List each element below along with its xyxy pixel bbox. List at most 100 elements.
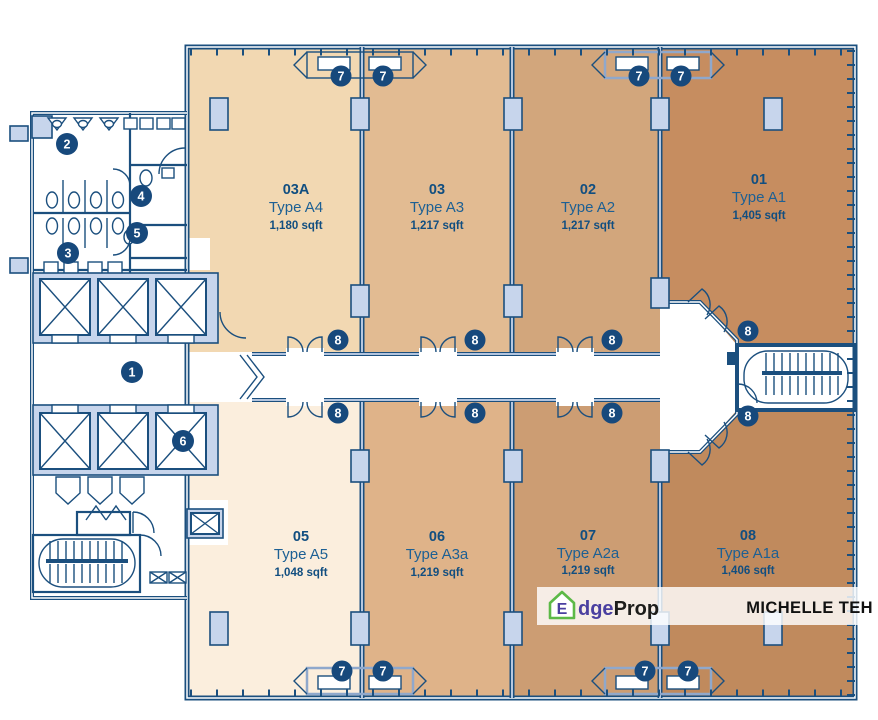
corner-column	[31, 115, 53, 139]
svg-text:7: 7	[642, 665, 649, 679]
staircase-left	[31, 533, 142, 594]
marker-3: 3	[57, 242, 79, 264]
svg-text:8: 8	[472, 407, 479, 421]
wc-icons	[45, 191, 125, 209]
svg-text:1,405 sqft: 1,405 sqft	[732, 210, 785, 222]
unit-separator-walls	[359, 47, 663, 698]
marker-7: 7	[634, 660, 656, 682]
svg-text:5: 5	[134, 227, 141, 241]
svg-text:03: 03	[429, 182, 445, 198]
svg-text:Type A3: Type A3	[410, 199, 464, 216]
outer-walls	[30, 44, 858, 701]
svg-text:7: 7	[636, 70, 643, 84]
svg-text:1: 1	[129, 366, 136, 380]
wc-icon	[139, 169, 153, 187]
svg-text:8: 8	[745, 410, 752, 424]
marker-7: 7	[331, 660, 353, 682]
svg-text:1,406 sqft: 1,406 sqft	[721, 565, 774, 577]
svg-text:02: 02	[580, 182, 596, 198]
staircase-right	[727, 343, 857, 412]
marker-8: 8	[601, 402, 623, 424]
marker-8: 8	[327, 402, 349, 424]
hose-reel	[727, 352, 736, 365]
service-fixtures	[55, 476, 145, 521]
svg-text:01: 01	[751, 172, 767, 188]
svg-text:E: E	[557, 601, 568, 618]
svg-text:06: 06	[429, 529, 445, 545]
marker-8: 8	[601, 329, 623, 351]
marker-7: 7	[372, 660, 394, 682]
svg-text:8: 8	[335, 407, 342, 421]
riser-box	[9, 125, 29, 142]
unit-label-01: 01 Type A1 1,405 sqft	[732, 172, 786, 222]
unit-06	[362, 402, 512, 700]
marker-8: 8	[464, 329, 486, 351]
svg-text:Type A1: Type A1	[732, 189, 786, 206]
wall-ticks	[190, 48, 855, 697]
svg-text:1,180 sqft: 1,180 sqft	[269, 220, 322, 232]
marker-1: 1	[121, 361, 143, 383]
unit-label-06: 06 Type A3a 1,219 sqft	[406, 529, 469, 579]
unit-label-08: 08 Type A1a 1,406 sqft	[717, 528, 780, 577]
unit-label-02: 02 Type A2 1,217 sqft	[561, 182, 615, 232]
basin-icon	[161, 167, 175, 179]
svg-text:8: 8	[472, 334, 479, 348]
unit-label-03: 03 Type A3 1,217 sqft	[410, 182, 464, 232]
unit-label-05: 05 Type A5 1,048 sqft	[274, 529, 328, 579]
svg-text:7: 7	[339, 665, 346, 679]
unit-05	[185, 402, 362, 700]
svg-text:1,217 sqft: 1,217 sqft	[410, 220, 463, 232]
elevator-bank-bottom	[32, 404, 219, 476]
house-icon	[548, 590, 576, 620]
marker-7: 7	[372, 65, 394, 87]
svg-text:4: 4	[138, 190, 145, 204]
unit-label-03a: 03A Type A4 1,180 sqft	[269, 182, 323, 232]
svg-text:7: 7	[685, 665, 692, 679]
unit-labels: 03A Type A4 1,180 sqft 03 Type A3 1,217 …	[269, 172, 786, 579]
svg-text:8: 8	[745, 325, 752, 339]
sink-icons	[46, 117, 120, 132]
unit-03a	[185, 45, 362, 352]
unit-label-07: 07 Type A2a 1,219 sqft	[557, 528, 620, 577]
marker-6: 6	[172, 430, 194, 452]
basin-icons	[123, 117, 186, 130]
urinal-icons	[43, 261, 123, 275]
svg-text:7: 7	[678, 70, 685, 84]
svg-text:Type A2a: Type A2a	[557, 545, 620, 562]
svg-text:Type A4: Type A4	[269, 199, 323, 216]
svg-text:dgeProp: dgeProp	[578, 598, 659, 620]
svg-text:08: 08	[740, 528, 756, 544]
svg-text:03A: 03A	[283, 182, 310, 198]
elevator-bank-top	[32, 272, 219, 344]
marker-8: 8	[327, 329, 349, 351]
unit-07	[512, 402, 660, 700]
corridor-door-openings	[286, 348, 594, 406]
svg-text:Type A5: Type A5	[274, 546, 328, 563]
svg-text:Type A2: Type A2	[561, 199, 615, 216]
marker-7: 7	[670, 65, 692, 87]
svg-text:1,219 sqft: 1,219 sqft	[410, 567, 463, 579]
unit-08	[660, 410, 857, 700]
marker-7: 7	[330, 65, 352, 87]
unit-03	[362, 45, 512, 352]
toilet-block	[31, 113, 187, 280]
marker-7: 7	[628, 65, 650, 87]
marker-8: 8	[737, 405, 759, 427]
double-door-symbols	[287, 288, 728, 466]
marker-8: 8	[737, 320, 759, 342]
svg-text:Type A3a: Type A3a	[406, 546, 469, 563]
unit-01	[660, 45, 857, 345]
stall-partitions	[62, 180, 108, 213]
svg-text:2: 2	[64, 138, 71, 152]
service-rooms	[75, 508, 224, 584]
svg-text:1,048 sqft: 1,048 sqft	[274, 567, 327, 579]
wc-icons	[45, 217, 125, 235]
stall-partitions	[62, 218, 108, 248]
svg-text:07: 07	[580, 528, 596, 544]
columns	[209, 97, 783, 646]
svg-text:3: 3	[65, 247, 72, 261]
agent-name: MICHELLE TEH	[746, 599, 873, 617]
svg-text:Type A1a: Type A1a	[717, 545, 780, 562]
